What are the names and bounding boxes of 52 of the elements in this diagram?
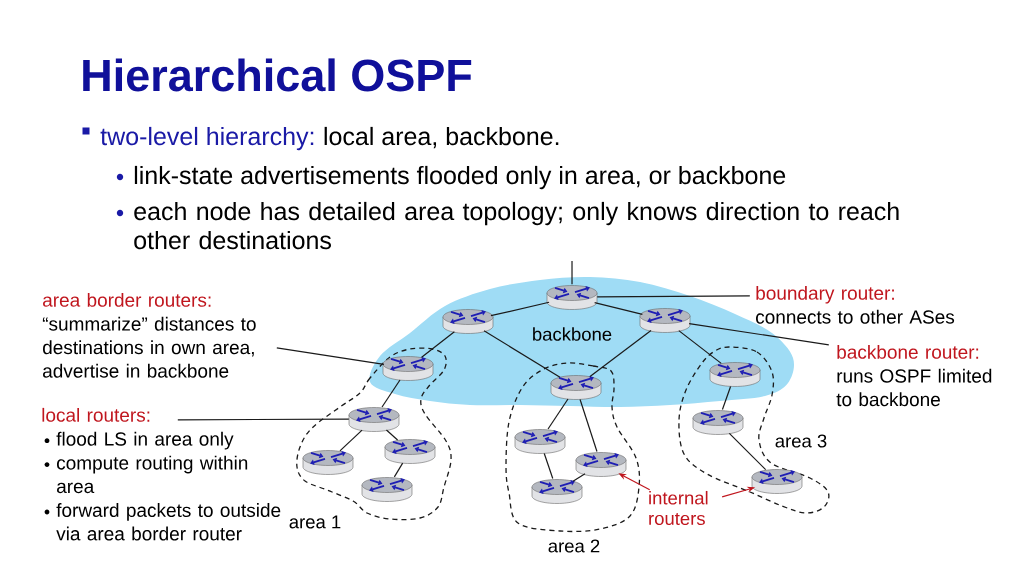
router-icon	[531, 479, 583, 504]
link-line	[483, 330, 561, 378]
router-icon	[692, 410, 744, 435]
link-line	[678, 330, 722, 364]
annotation-heading: local routers:	[42, 407, 150, 422]
link-line	[490, 301, 550, 317]
link-line	[589, 329, 652, 378]
annotation-heading: backbone router:	[837, 344, 979, 359]
router-icon	[546, 285, 598, 310]
router-icon	[575, 452, 627, 477]
link-line	[393, 462, 404, 478]
annotation-text: “summarize” distances to destinations in own area, advertise in backbone	[42, 316, 256, 378]
router-icon	[514, 429, 566, 454]
annotation-heading: area border routers:	[43, 292, 211, 307]
bullet-text: two-level hierarchy:	[100, 126, 314, 151]
link-line	[381, 379, 401, 408]
link-line	[579, 398, 598, 453]
area-label: area 3	[775, 434, 827, 448]
link-line	[728, 432, 767, 471]
link-line	[572, 473, 586, 482]
router-icon	[384, 439, 436, 464]
leader-line	[688, 323, 830, 346]
router-icon	[361, 477, 413, 502]
link-line	[721, 385, 732, 411]
link-line	[594, 302, 643, 315]
bullet-text: local area, backbone.	[324, 126, 559, 149]
link-line	[385, 429, 399, 441]
callout-text: internal routers	[649, 490, 708, 526]
router-icon	[442, 309, 494, 334]
area-label: area 2	[548, 539, 600, 553]
slide-title: Hierarchical OSPF	[83, 58, 472, 92]
router-icon	[348, 407, 400, 432]
router-icon	[550, 375, 602, 400]
link-line	[571, 260, 573, 285]
annotation-text: runs OSPF limited to backbone	[836, 368, 992, 407]
link-line	[339, 429, 363, 452]
bullet-text: flood LS in area only	[56, 431, 234, 450]
leader-line	[177, 418, 350, 421]
router-icon	[639, 308, 691, 333]
router-icon	[709, 362, 761, 387]
bullet-text: link-state advertisements flooded only in area, or backbone	[134, 165, 786, 190]
link-line	[543, 452, 554, 480]
link-line	[547, 398, 569, 430]
leader-line	[276, 347, 385, 365]
leader-line	[596, 295, 751, 298]
area-label: area 1	[289, 515, 341, 529]
router-icon	[382, 356, 434, 381]
bullet-text: forward packets to outside via area border router	[56, 503, 281, 541]
router-icon	[751, 469, 803, 494]
link-line	[421, 331, 455, 358]
bullet-text: each node has detailed area topology; only knows direction to reach other destinations	[134, 201, 899, 250]
router-icon	[302, 450, 354, 475]
